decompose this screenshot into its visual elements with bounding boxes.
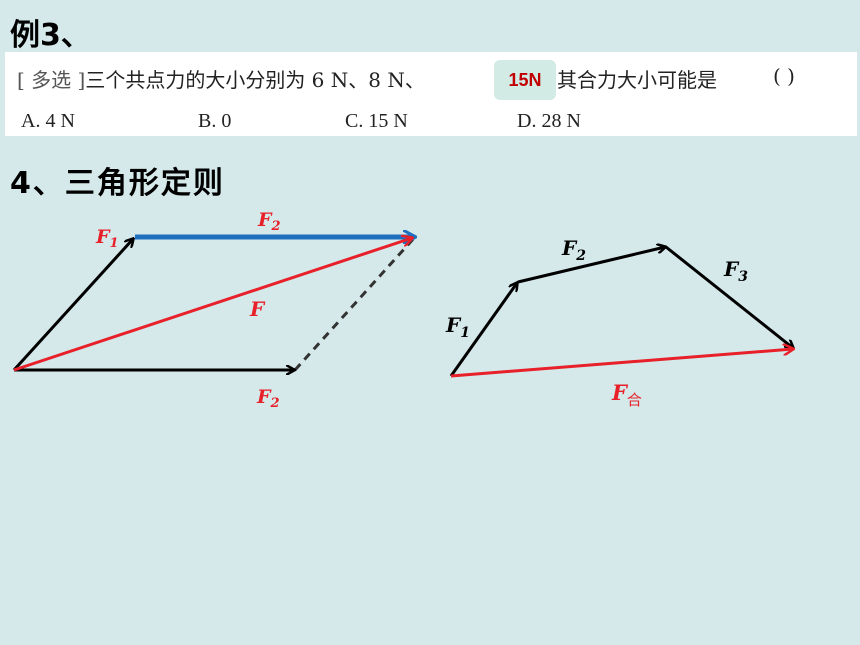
question-tag: [ 多选 ] bbox=[17, 68, 86, 92]
option-c: C. 15 N bbox=[345, 110, 408, 132]
label-f1-right: F1 bbox=[445, 313, 470, 341]
vector-f1-right bbox=[449, 283, 517, 377]
label-f3-right: F3 bbox=[723, 257, 748, 285]
vector-f1 bbox=[12, 239, 133, 372]
option-b: B. 0 bbox=[198, 110, 232, 132]
dashed-edge-right bbox=[293, 235, 417, 372]
answer-paren: ( ) bbox=[773, 64, 795, 88]
question-body: 三个共点力的大小分别为 6 N、8 N、 bbox=[85, 68, 425, 92]
highlight-badge: 15N bbox=[494, 60, 556, 100]
section-title: 4、三角形定则 bbox=[10, 166, 225, 201]
vector-fsum-right bbox=[450, 349, 793, 378]
label-f2-bottom: F2 bbox=[256, 386, 280, 411]
question-box: [ 多选 ]三个共点力的大小分别为 6 N、8 N、 15N 其合力大小可能是 … bbox=[5, 52, 857, 136]
label-f1-left: F1 bbox=[95, 226, 119, 251]
triangle-rule-diagram: F1 F2 F3 F合 bbox=[445, 236, 793, 409]
example-title: 例3、 bbox=[10, 18, 91, 53]
vector-f3-right bbox=[665, 245, 793, 348]
option-d: D. 28 N bbox=[517, 110, 581, 132]
label-fsum-right: F合 bbox=[611, 380, 642, 409]
parallelogram-diagram: F1 F2 F F2 bbox=[12, 209, 417, 411]
question-text: [ 多选 ]三个共点力的大小分别为 6 N、8 N、 bbox=[17, 64, 425, 93]
question-text-after: 其合力大小可能是 bbox=[557, 68, 717, 92]
vector-f2-right bbox=[517, 247, 665, 284]
label-f2-top: F2 bbox=[257, 209, 281, 234]
option-a: A. 4 N bbox=[21, 110, 75, 132]
vector-f-resultant bbox=[13, 238, 412, 372]
label-f-resultant: F bbox=[249, 297, 266, 321]
label-f2-right: F2 bbox=[561, 236, 586, 264]
